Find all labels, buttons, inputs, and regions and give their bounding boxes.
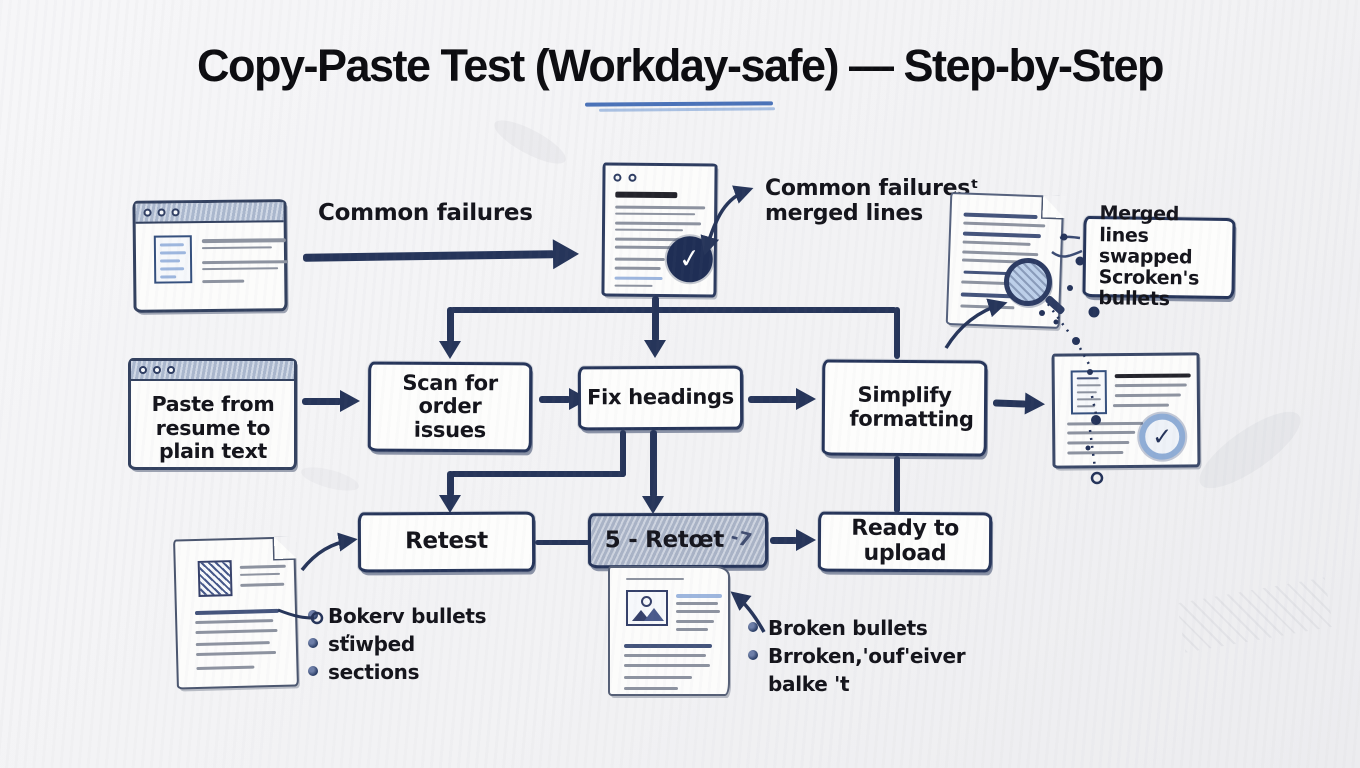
step-retest5-label: 5 - Retœt xyxy=(604,526,725,553)
traffic-light-dot xyxy=(167,366,175,374)
curve-doc-to-retest xyxy=(300,532,358,572)
arrow-scan-to-fix xyxy=(539,388,589,410)
scribble-arrow: -7 xyxy=(728,525,755,552)
connector-doc-to-fix xyxy=(644,296,665,358)
traffic-light-dot xyxy=(153,366,161,374)
arrow-simplify-to-card xyxy=(992,399,1028,408)
traffic-light-dot xyxy=(171,208,180,217)
pencil-smudge xyxy=(1176,577,1334,653)
left-note-bullet2: sťiwþed xyxy=(328,632,415,656)
card-thumbnail-icon xyxy=(1070,370,1108,415)
step-scan-label: Scan for order issues xyxy=(402,370,498,442)
connector-top-horizontal xyxy=(450,307,897,313)
step-ready-box: Ready to upload xyxy=(817,511,993,573)
connector-retest-to-retest5 xyxy=(535,540,590,545)
check-circle-icon: ✓ xyxy=(663,233,716,286)
doc-dot xyxy=(628,173,637,182)
bottom-note-bullet2: Brroken,'ouf'eiver xyxy=(768,644,966,668)
resume-document-icon xyxy=(173,535,299,690)
bottom-note-bullet1: Broken bullets xyxy=(768,616,928,640)
bullet-dot xyxy=(308,610,318,620)
arrow-retest5-to-ready xyxy=(770,529,816,551)
folded-corner xyxy=(273,535,297,559)
left-note: Bokerv bullets sťiwþed sections xyxy=(308,604,487,688)
pencil-smudge xyxy=(1189,399,1311,501)
browser-window-icon xyxy=(132,199,289,313)
annotation-common-failures-line2: merged lines xyxy=(765,201,923,226)
doc-dot xyxy=(613,173,622,182)
step-simplify-label: Simplify formatting xyxy=(849,383,974,432)
left-note-bullet1: Bokerv bullets xyxy=(328,604,487,628)
connector-simplify-to-ready xyxy=(894,456,900,513)
annotation-common-failures-line1: Common failuresᵗ xyxy=(765,176,979,201)
pencil-smudge xyxy=(298,462,362,496)
title-underline-shadow xyxy=(598,107,776,112)
bottom-note-bullet2-cont: balke 't xyxy=(768,672,850,696)
check-circle-icon: ✓ xyxy=(1139,413,1186,460)
bullet-dot xyxy=(748,650,758,660)
callout-box: Merged lines swapped Scroken's bullets xyxy=(1082,203,1236,311)
connector-elbow-horizontal xyxy=(450,471,626,477)
ink-open-dot xyxy=(1090,471,1104,485)
hatched-image-icon xyxy=(197,560,233,597)
step-paste-box: Paste from resume to plain text xyxy=(128,358,297,470)
connector-down-to-simplify xyxy=(894,307,900,359)
title-underline xyxy=(584,101,774,107)
bullet-dot xyxy=(308,638,318,648)
page-title: Copy-Paste Test (Workday-safe) — Step-by… xyxy=(196,40,1165,91)
checkmark-glyph: ✓ xyxy=(1152,422,1173,451)
thumbnail-icon xyxy=(153,235,193,284)
browser-titlebar xyxy=(135,202,284,224)
photo-document-icon xyxy=(608,566,730,696)
photo-placeholder-icon xyxy=(626,590,668,626)
folded-corner xyxy=(1042,194,1065,218)
traffic-light-dot xyxy=(139,366,147,374)
magnifier-icon xyxy=(1004,258,1052,306)
traffic-light-dot xyxy=(157,208,166,217)
step-retest5-box: 5 - Retœt -7 xyxy=(587,512,769,569)
connector-elbow-vertical xyxy=(620,430,626,477)
common-failures-label: Common failures xyxy=(318,200,533,226)
step-fix-box: Fix headings xyxy=(577,365,744,431)
bullet-dot xyxy=(748,622,758,632)
callout-line3: Scroken's bullets xyxy=(1098,266,1200,311)
connector-down-to-retest xyxy=(439,471,460,513)
left-note-bullet3: sections xyxy=(328,660,420,684)
arrow-paste-to-scan xyxy=(302,390,360,412)
document-magnifier-icon xyxy=(945,192,1065,329)
step-retest-label: Retest xyxy=(405,527,488,555)
callout-connector-top xyxy=(1059,235,1081,240)
arrow-fix-to-simplify xyxy=(748,388,816,410)
step-ready-label: Ready to upload xyxy=(851,516,959,567)
traffic-light-dot xyxy=(143,208,152,217)
step-simplify-box: Simplify formatting xyxy=(821,359,988,457)
step-retest-box: Retest xyxy=(357,511,536,573)
pencil-smudge xyxy=(489,112,571,172)
bullet-dot xyxy=(308,666,318,676)
arrow-browser-to-doc xyxy=(302,250,556,262)
document-card-check-icon: ✓ xyxy=(1051,352,1201,469)
step-fix-label: Fix headings xyxy=(586,384,734,410)
bottom-note: Broken bullets Brroken,'ouf'eiver balke … xyxy=(748,616,966,700)
connector-down-to-scan xyxy=(439,307,460,359)
document-check-icon: ✓ xyxy=(601,162,718,298)
step-scan-box: Scan for order issues xyxy=(367,361,533,453)
callout-line1: Merged lines xyxy=(1099,202,1180,247)
step-paste-label: Paste from resume to plain text xyxy=(151,392,275,464)
callout-line2: swapped xyxy=(1098,245,1193,269)
connector-fix-to-retest5 xyxy=(642,430,663,514)
paste-box-titlebar xyxy=(131,361,294,381)
checkmark-glyph: ✓ xyxy=(676,242,703,276)
